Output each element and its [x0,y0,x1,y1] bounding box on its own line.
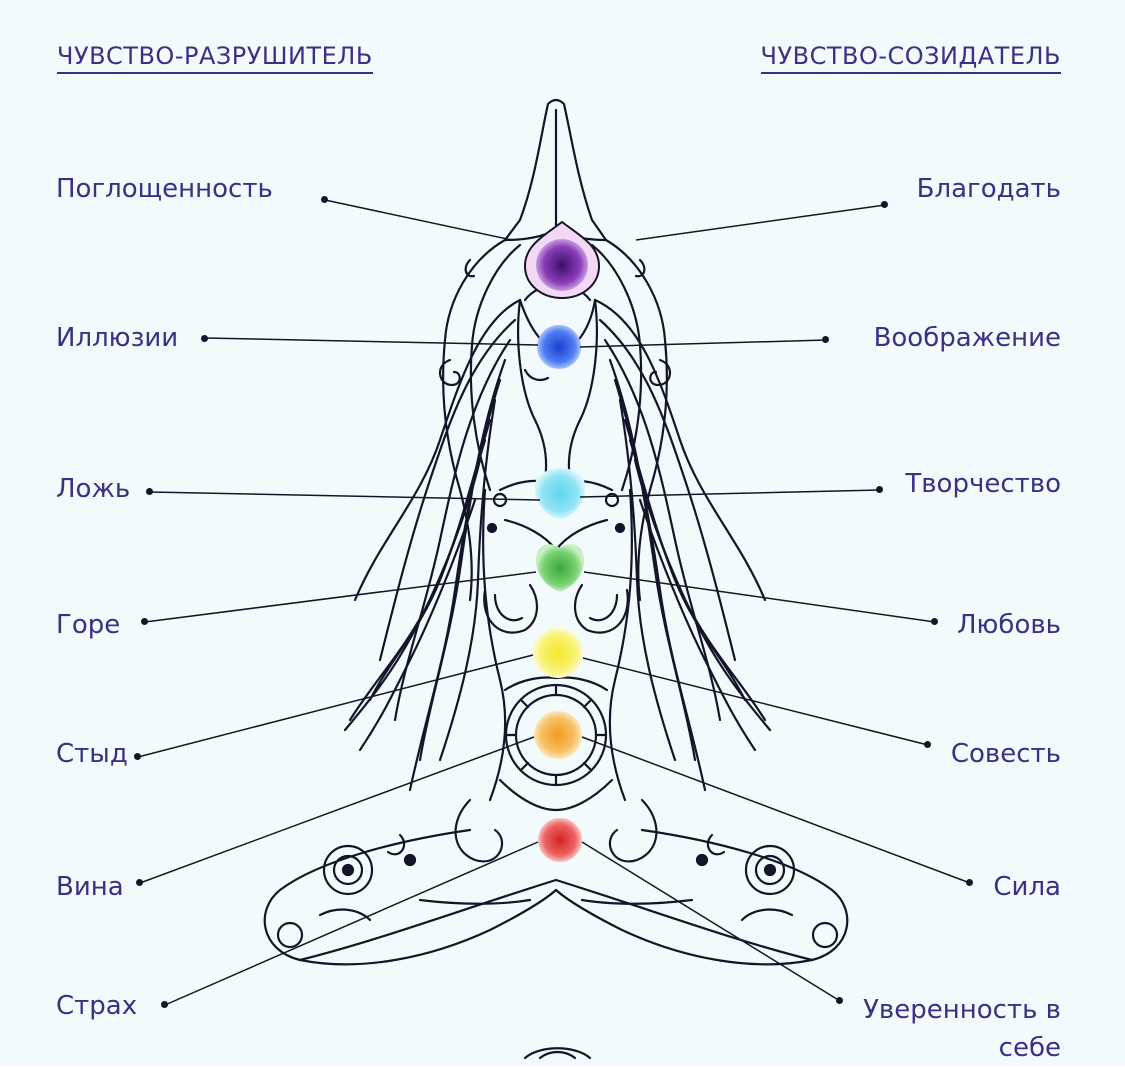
connector-left-7 [164,841,539,1006]
dot-left-7 [161,1001,168,1008]
label-creator-7: Уверенность в себе [863,995,1061,1063]
dot-right-2 [822,336,829,343]
label-creator-1: Благодать [916,174,1061,204]
chakra-heart [536,544,584,592]
connector-left-4 [144,571,537,623]
connector-right-5 [582,657,929,746]
label-creator-4: Любовь [956,610,1061,640]
dot-right-1 [881,201,888,208]
dot-right-5 [924,741,931,748]
label-destroyer-4: Горе [56,610,121,640]
label-destroyer-3: Ложь [56,474,131,504]
connector-right-1 [635,204,886,241]
label-creator-3: Творчество [905,469,1061,499]
connector-left-3 [149,491,541,501]
dot-left-6 [136,879,143,886]
label-destroyer-2: Иллюзии [56,323,179,353]
left-arm-outline [442,238,507,602]
chakra-solar-plexus [533,628,583,678]
dot-left-2 [201,335,208,342]
head-outline [517,298,598,482]
connector-left-5 [137,654,534,758]
label-destroyer-6: Вина [56,872,124,902]
label-creator-6: Сила [993,872,1061,902]
dot-left-1 [321,196,328,203]
torso-outline [482,488,507,802]
dot-right-7 [836,997,843,1004]
chakra-throat [534,468,586,519]
label-destroyer-5: Стыд [56,739,128,769]
connector-right-6 [581,736,971,884]
connector-right-3 [579,489,881,498]
connector-left-2 [204,337,539,346]
connector-right-7 [581,841,841,1002]
chakra-third-eye [537,325,581,369]
header-creator: ЧУВСТВО-СОЗИДАТЕЛЬ [760,42,1061,74]
label-creator-5: Совесть [950,739,1061,769]
dot-left-4 [141,618,148,625]
connector-lines [137,199,971,1006]
dot-left-3 [146,488,153,495]
chakra-root [538,818,582,862]
label-destroyer-1: Поглощенность [56,174,273,204]
connector-right-4 [583,571,936,623]
right-arm-outline [604,238,668,602]
header-destroyer: ЧУВСТВО-РАЗРУШИТЕЛЬ [57,42,373,74]
connector-left-1 [324,199,513,241]
dot-right-3 [876,486,883,493]
hair-right-strands [593,298,772,792]
connector-left-6 [139,736,535,884]
hair-left-strands [343,298,522,792]
connector-right-2 [579,339,827,348]
dot-right-6 [966,879,973,886]
dot-left-5 [134,753,141,760]
chakra-crown [523,220,601,300]
chakra-sacral [534,711,582,759]
label-destroyer-7: Страх [56,991,138,1021]
label-creator-2: Воображение [873,323,1061,353]
dot-right-4 [931,618,938,625]
